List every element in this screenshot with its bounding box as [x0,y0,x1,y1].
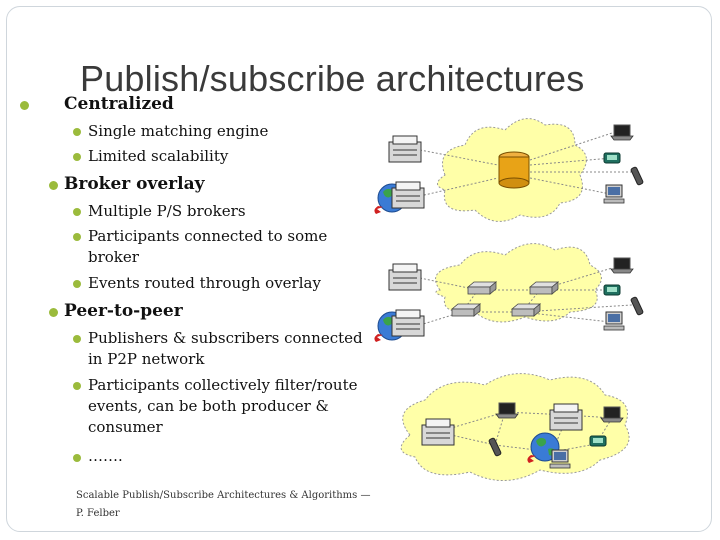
list-item: Publishers & subscribers connected [88,329,363,347]
laptop-icon [600,406,624,423]
printer-icon [388,135,422,163]
workstation-icon [603,184,625,204]
list-item: Participants collectively filter/route [88,376,358,394]
bullet-dot [73,153,81,161]
list-item: Participants connected to some [88,227,328,245]
list-item: Limited scalability [88,147,229,165]
cloud-shape [400,373,630,481]
bullet-dot [73,128,81,136]
printer-icon [391,181,425,209]
list-item: Single matching engine [88,122,269,140]
laptop-icon [610,257,634,274]
slide-title: Publish/subscribe architectures [80,58,585,99]
section-heading-centralized: Centralized [64,94,174,114]
bullet-dot [73,233,81,241]
laptop-icon [495,402,519,419]
footer-line-1: Scalable Publish/Subscribe Architectures… [76,490,371,501]
router-icon [467,281,497,295]
printer-icon [421,418,455,446]
bullet-dot [73,335,81,343]
list-item: Events routed through overlay [88,274,321,292]
bullet-dot [20,101,29,110]
database-icon [498,151,530,189]
list-item: Multiple P/S brokers [88,202,246,220]
router-icon [511,303,541,317]
list-item-continuation: broker [88,248,139,266]
laptop-icon [610,124,634,141]
printer-icon [388,263,422,291]
section-heading-broker-overlay: Broker overlay [64,174,205,194]
list-item-continuation: in P2P network [88,350,205,368]
phone-icon [629,166,645,186]
bullet-dot [49,181,58,190]
list-item-continuation: consumer [88,418,163,436]
bullet-dot [49,308,58,317]
footer-line-2: P. Felber [76,508,120,519]
router-icon [451,303,481,317]
pda-icon [589,435,607,447]
list-item-continuation: events, can be both producer & [88,397,329,415]
printer-icon [391,309,425,337]
printer-icon [549,403,583,431]
pda-icon [603,152,621,164]
bullet-dot [73,454,81,462]
workstation-icon [603,311,625,331]
phone-icon [629,296,645,316]
bullet-dot [73,208,81,216]
pda-icon [603,284,621,296]
slide-footer: Scalable Publish/Subscribe Architectures… [76,487,370,523]
bullet-dot [73,382,81,390]
bullet-dot [73,280,81,288]
workstation-icon [549,449,571,469]
list-item-ellipsis: ……. [88,447,123,465]
router-icon [529,281,559,295]
section-heading-peer-to-peer: Peer-to-peer [64,301,183,321]
